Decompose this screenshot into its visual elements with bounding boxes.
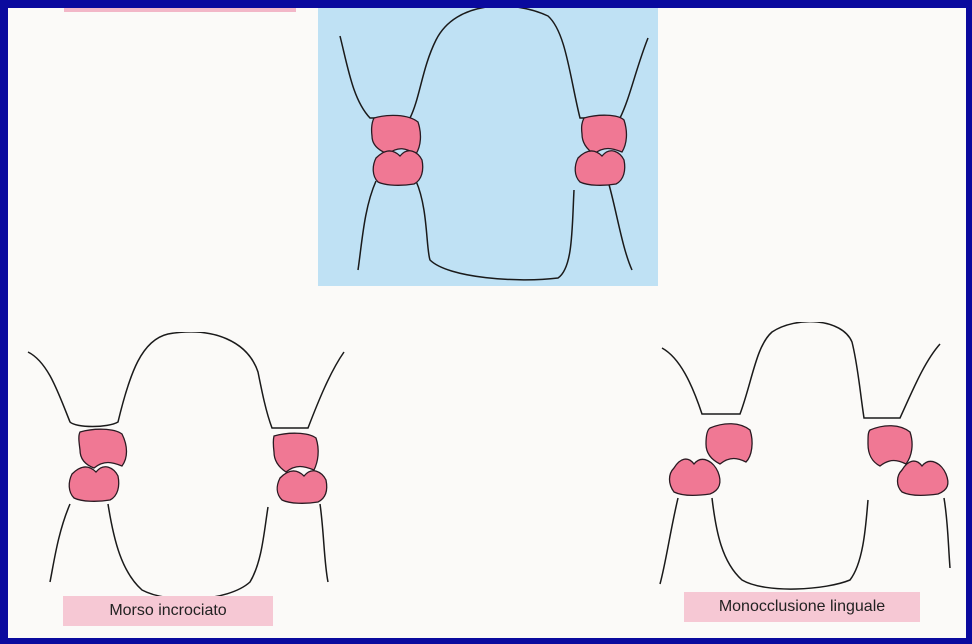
lingual-monocclusion-diagram [656, 322, 956, 594]
lower-left-tooth [69, 467, 119, 502]
lower-arch-outline [50, 504, 328, 599]
lingual-monocclusion-caption: Monocclusione linguale [684, 592, 920, 622]
lower-left-tooth [670, 459, 720, 495]
slide: Morso incrociato Monocclusione linguale [8, 8, 966, 638]
lower-arch-outline [358, 181, 632, 280]
crossbite-diagram [18, 332, 358, 600]
normal-occlusion-diagram [318, 8, 658, 286]
upper-left-tooth [79, 429, 127, 468]
lower-right-tooth [575, 151, 625, 186]
lower-left-tooth [373, 151, 423, 186]
upper-arch-outline [662, 322, 940, 418]
upper-right-tooth [582, 115, 627, 154]
upper-left-tooth [372, 115, 421, 154]
upper-arch-outline [340, 8, 648, 118]
crossbite-caption: Morso incrociato [63, 596, 273, 626]
upper-left-tooth [706, 424, 752, 464]
decorative-tab [64, 8, 296, 12]
upper-right-tooth [868, 426, 912, 466]
lower-right-tooth [898, 461, 948, 495]
upper-arch-outline [28, 332, 344, 428]
upper-right-tooth [273, 433, 318, 472]
lower-right-tooth [277, 471, 327, 504]
lower-arch-outline [660, 498, 950, 589]
